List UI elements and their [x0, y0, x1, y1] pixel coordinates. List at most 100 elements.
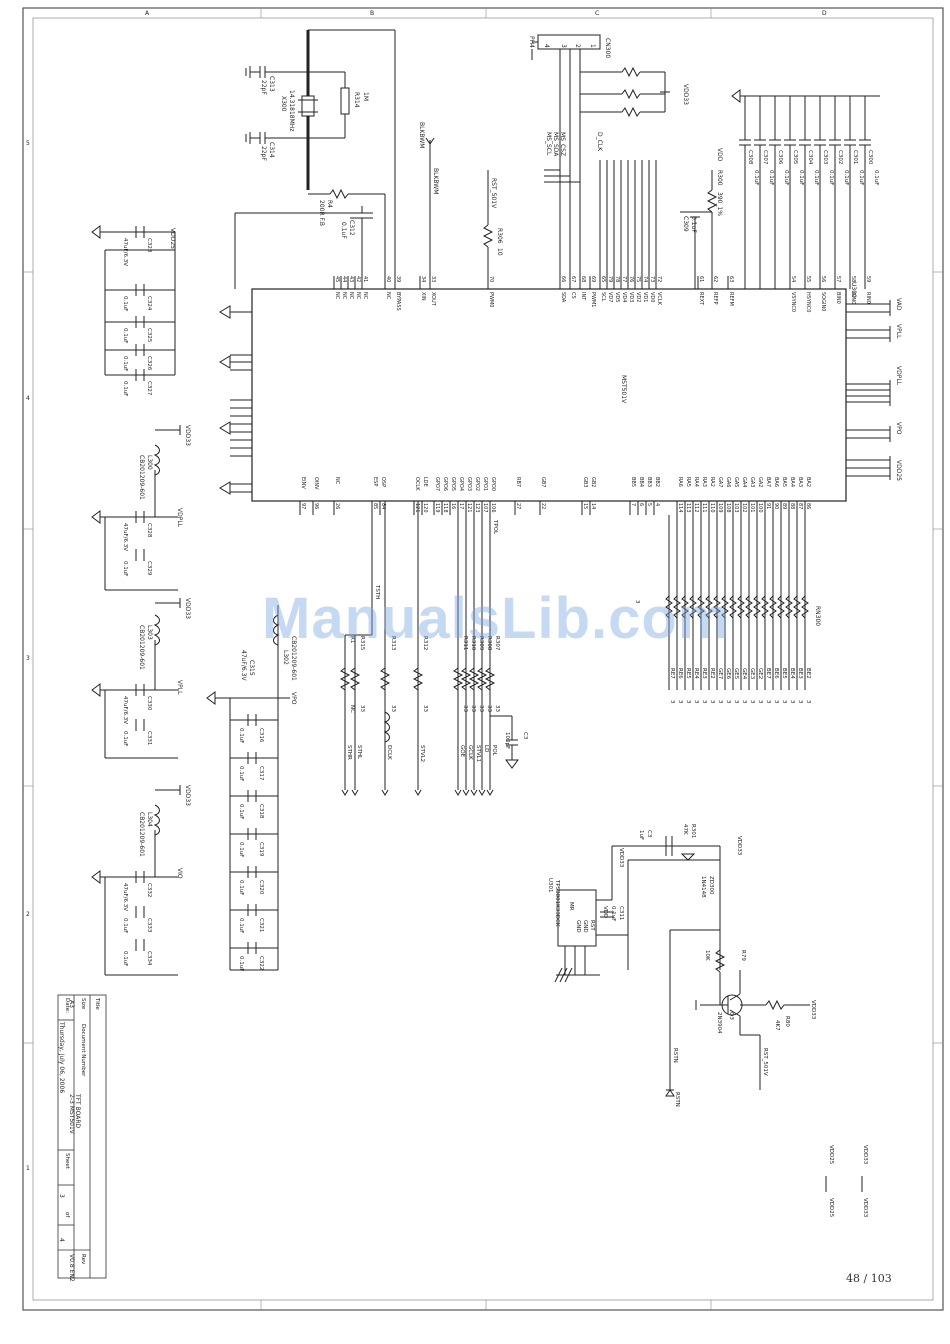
chip-pin-name: NC	[334, 292, 340, 300]
vdpll-label: VDPLL	[895, 366, 902, 386]
l300-ref: L300	[146, 455, 153, 470]
rn-resistor	[753, 595, 761, 619]
rn-resistor	[697, 595, 705, 619]
cap-ref: C302	[837, 150, 843, 164]
cap-ref: C304	[807, 150, 813, 165]
of-label: of	[64, 1212, 70, 1218]
chip-pin-number: 87	[797, 503, 803, 509]
vdd25-br-2: VDD25	[828, 1198, 834, 1218]
output-label: GE4	[741, 668, 747, 680]
vdd33-left-3: VDD33	[184, 785, 191, 806]
chip-pin-name: BA5	[781, 477, 787, 487]
resistor-ref: R1	[349, 636, 355, 643]
resistor-ref: R312	[422, 636, 428, 650]
chip-pin-name: RIN0	[865, 292, 871, 304]
cap-value: 0.1uF	[122, 356, 128, 371]
r4-val: 200R F.B	[318, 200, 325, 226]
cap-ref: C331	[146, 731, 152, 745]
chip-pin-name: NC	[355, 292, 361, 300]
c312-val: 0.1uF	[340, 222, 347, 239]
vpo-label: VPO	[895, 422, 902, 435]
sheet-ref: 3	[773, 700, 779, 704]
chip-pin-number: 78	[614, 276, 620, 282]
chip-pin-name: GPO2	[474, 477, 480, 491]
ground-symbols-left	[219, 305, 252, 495]
u301-ref: U301	[547, 878, 553, 893]
signal-label: STHR	[346, 745, 352, 760]
cap-value: 0.1uF	[238, 918, 244, 933]
signal-arrow	[414, 789, 422, 796]
chip-pin-name: BB5	[630, 477, 636, 487]
sheet-ref: 3	[634, 600, 640, 604]
output-label: RE3	[701, 668, 707, 679]
grid-letter: A	[145, 10, 150, 17]
r79-val: 10K	[704, 950, 710, 961]
output-label: BE7	[765, 668, 771, 679]
vdd33-left-2: VDD33	[184, 598, 191, 619]
cap-value: 0.1uF	[843, 170, 849, 185]
vdpll-left: VDPLL	[176, 508, 183, 528]
chip-pin-name: GPO6	[442, 477, 448, 491]
l302-val: CB201209-601	[290, 636, 297, 681]
vdd33-left: VDD33	[184, 425, 191, 446]
chip-pin-name: SOGIN0	[820, 292, 826, 311]
chip-u300: MST501V U300 59RIN058GIN057BIN056SOGIN05…	[251, 276, 871, 515]
signal-label: GOE	[459, 745, 465, 758]
signal-arrow	[381, 789, 389, 796]
cap-ref: C329	[146, 561, 152, 576]
chip-pin-name: GA6	[725, 477, 731, 487]
rn-resistor	[721, 595, 729, 619]
cap-ref: C328	[146, 523, 152, 538]
c315-ref: C315	[248, 660, 255, 676]
sheet-ref: 3	[709, 700, 715, 704]
zd300-ref: ZD300	[708, 876, 714, 895]
sheet-ref: 3	[805, 700, 811, 704]
cap-value: 0.1uF	[798, 170, 804, 185]
cap-value: 0.1uF	[122, 918, 128, 933]
output-label: GE3	[749, 668, 755, 680]
chip-pin-name: PWM0	[488, 292, 494, 307]
chip-pin-number: 66	[560, 276, 566, 282]
chip-pin-name: GB2	[590, 477, 596, 488]
output-label: BE3	[797, 668, 803, 679]
chip-pin-name: HSYNC0	[805, 292, 811, 312]
chip-pin-number: 55	[805, 276, 811, 282]
chip-pin-number: 59	[865, 276, 871, 282]
chip-pin-number: 97	[300, 503, 306, 509]
chip-pin-name: SCL	[600, 292, 606, 302]
signal-label: STVL1	[475, 745, 481, 762]
chip-pin-number: 112	[693, 503, 699, 513]
chip-pin-number: 119	[434, 503, 440, 513]
sheet-ref: 3	[797, 700, 803, 704]
cap-value: 0.1uF	[122, 328, 128, 343]
chip-pin-number: 85	[372, 503, 378, 509]
chip-pin-number: 39	[395, 276, 401, 282]
chip-pin-name: VSYNC0	[790, 292, 796, 312]
signal-arrow	[454, 789, 462, 796]
ms-csz-label: MS_CSZ	[559, 132, 566, 156]
cap-ref: C324	[146, 296, 152, 311]
cap-value: 47uF/6.3V	[122, 523, 128, 551]
rn-resistor	[705, 595, 713, 619]
sheet-ref: 3	[765, 700, 771, 704]
chip-pin-name: NC	[341, 292, 347, 300]
cap-value: 0.1uF	[238, 766, 244, 781]
chip-pin-name: BA4	[789, 477, 795, 487]
chip-pin-name: VD0	[649, 292, 655, 302]
vdd-label: VDD	[716, 148, 723, 162]
signal-arrow	[470, 789, 478, 796]
crystal-ref: X300	[280, 96, 287, 112]
sheet-ref: 3	[733, 700, 739, 704]
grid-letter: C	[595, 10, 599, 17]
r80-val: 4K7	[774, 1020, 780, 1031]
output-label: RE4	[693, 668, 699, 679]
chip-pin-number: 7	[630, 503, 636, 506]
chip-pin-name: BYPASS	[395, 292, 401, 311]
sheet-ref: 3	[741, 700, 747, 704]
dclk-label: D_CLK	[596, 132, 603, 152]
cap-ref: C305	[792, 150, 798, 165]
cap-value: 0.1uF	[122, 296, 128, 311]
chip-ref: U300	[850, 282, 857, 298]
chip-pin-name: PWM1	[590, 292, 596, 307]
chip-pin-name: RA3	[701, 477, 707, 487]
